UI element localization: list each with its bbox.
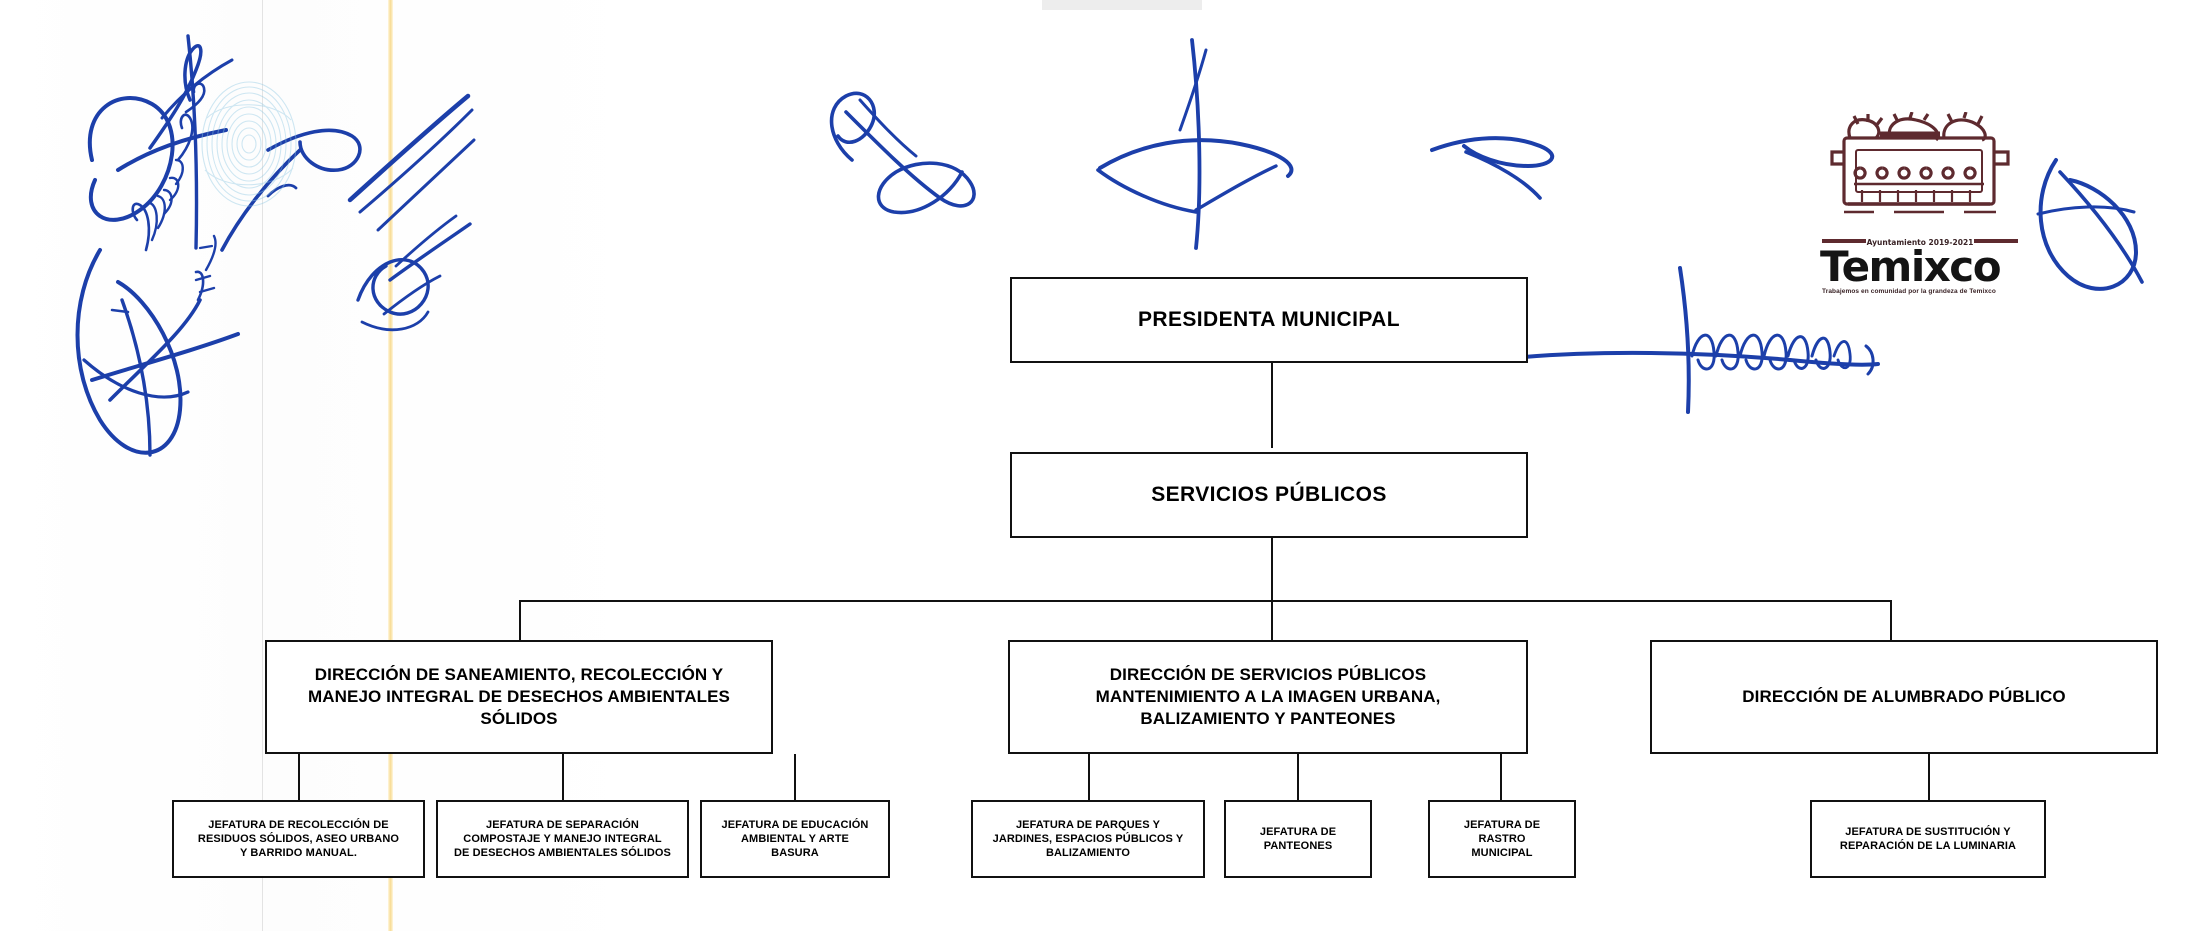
node-direccion-alumbrado-publico-label: DIRECCIÓN DE ALUMBRADO PÚBLICO — [1742, 687, 2066, 707]
fingerprint-stamp — [201, 81, 297, 207]
node-direccion-saneamiento[interactable]: DIRECCIÓN DE SANEAMIENTO, RECOLECCIÓN Y … — [265, 640, 773, 754]
temixco-aztec-glyph-icon — [1830, 112, 2010, 214]
connector-bus-to-dir-2 — [1271, 600, 1273, 640]
node-jefatura-panteones-label: JEFATURA DE PANTEONES — [1259, 825, 1337, 852]
highlighter-vertical-line — [388, 0, 393, 931]
node-jefatura-recoleccion-residuos[interactable]: JEFATURA DE RECOLECCIÓN DE RESIDUOS SÓLI… — [172, 800, 425, 878]
node-jefatura-separacion-compostaje-label: JEFATURA DE SEPARACIÓN COMPOSTAJE Y MANE… — [453, 818, 671, 860]
node-presidenta-municipal[interactable]: PRESIDENTA MUNICIPAL — [1010, 277, 1528, 363]
node-jefatura-educacion-ambiental[interactable]: JEFATURA DE EDUCACIÓN AMBIENTAL Y ARTE B… — [700, 800, 890, 878]
connector-directions-bus — [519, 600, 1891, 602]
node-direccion-saneamiento-label: DIRECCIÓN DE SANEAMIENTO, RECOLECCIÓN Y … — [307, 665, 730, 728]
node-jefatura-rastro-municipal-label: JEFATURA DE RASTRO MUNICIPAL — [1463, 818, 1541, 860]
connector-servicios-to-bus — [1271, 538, 1273, 601]
node-jefatura-sustitucion-luminaria[interactable]: JEFATURA DE SUSTITUCIÓN Y REPARACIÓN DE … — [1810, 800, 2046, 878]
node-jefatura-parques-jardines-label: JEFATURA DE PARQUES Y JARDINES, ESPACIOS… — [992, 818, 1184, 860]
logo-wordmark: Temixco — [1820, 242, 2002, 291]
connector-bus-to-dir-3 — [1890, 600, 1892, 640]
node-jefatura-recoleccion-residuos-label: JEFATURA DE RECOLECCIÓN DE RESIDUOS SÓLI… — [197, 818, 400, 860]
scan-seam-line — [262, 0, 263, 931]
node-jefatura-panteones[interactable]: JEFATURA DE PANTEONES — [1224, 800, 1372, 878]
node-jefatura-educacion-ambiental-label: JEFATURA DE EDUCACIÓN AMBIENTAL Y ARTE B… — [721, 818, 869, 860]
connector-dir1-to-jef1 — [298, 754, 300, 800]
node-jefatura-sustitucion-luminaria-label: JEFATURA DE SUSTITUCIÓN Y REPARACIÓN DE … — [1839, 825, 2017, 852]
node-jefatura-separacion-compostaje[interactable]: JEFATURA DE SEPARACIÓN COMPOSTAJE Y MANE… — [436, 800, 689, 878]
node-direccion-alumbrado-publico[interactable]: DIRECCIÓN DE ALUMBRADO PÚBLICO — [1650, 640, 2158, 754]
node-jefatura-parques-jardines[interactable]: JEFATURA DE PARQUES Y JARDINES, ESPACIOS… — [971, 800, 1205, 878]
connector-presidenta-to-servicios — [1271, 362, 1273, 448]
node-direccion-servicios-publicos-label: DIRECCIÓN DE SERVICIOS PÚBLICOS MANTENIM… — [1095, 665, 1441, 728]
connector-dir2-to-jef1 — [1088, 754, 1090, 800]
node-direccion-servicios-publicos[interactable]: DIRECCIÓN DE SERVICIOS PÚBLICOS MANTENIM… — [1008, 640, 1528, 754]
connector-dir1-to-jef2 — [562, 754, 564, 800]
connector-bus-to-dir-1 — [519, 600, 521, 640]
node-servicios-publicos-label: SERVICIOS PÚBLICOS — [1151, 482, 1387, 506]
connector-dir2-to-jef3 — [1500, 754, 1502, 800]
connector-dir1-to-jef3 — [794, 754, 796, 800]
connector-dir3-to-jef1 — [1928, 754, 1930, 800]
scan-edge-mark — [1042, 0, 1202, 10]
logo-tagline: Trabajemos en comunidad por la grandeza … — [1822, 288, 1996, 295]
logo-period-text: Ayuntamiento 2019-2021 — [1867, 238, 1974, 247]
logo-period-rule: Ayuntamiento 2019-2021 — [1822, 238, 2018, 247]
node-presidenta-municipal-label: PRESIDENTA MUNICIPAL — [1138, 307, 1400, 331]
temixco-logo: Ayuntamiento 2019-2021 Temixco Trabajemo… — [1820, 112, 2020, 295]
connector-dir2-to-jef2 — [1297, 754, 1299, 800]
node-jefatura-rastro-municipal[interactable]: JEFATURA DE RASTRO MUNICIPAL — [1428, 800, 1576, 878]
node-servicios-publicos[interactable]: SERVICIOS PÚBLICOS — [1010, 452, 1528, 538]
